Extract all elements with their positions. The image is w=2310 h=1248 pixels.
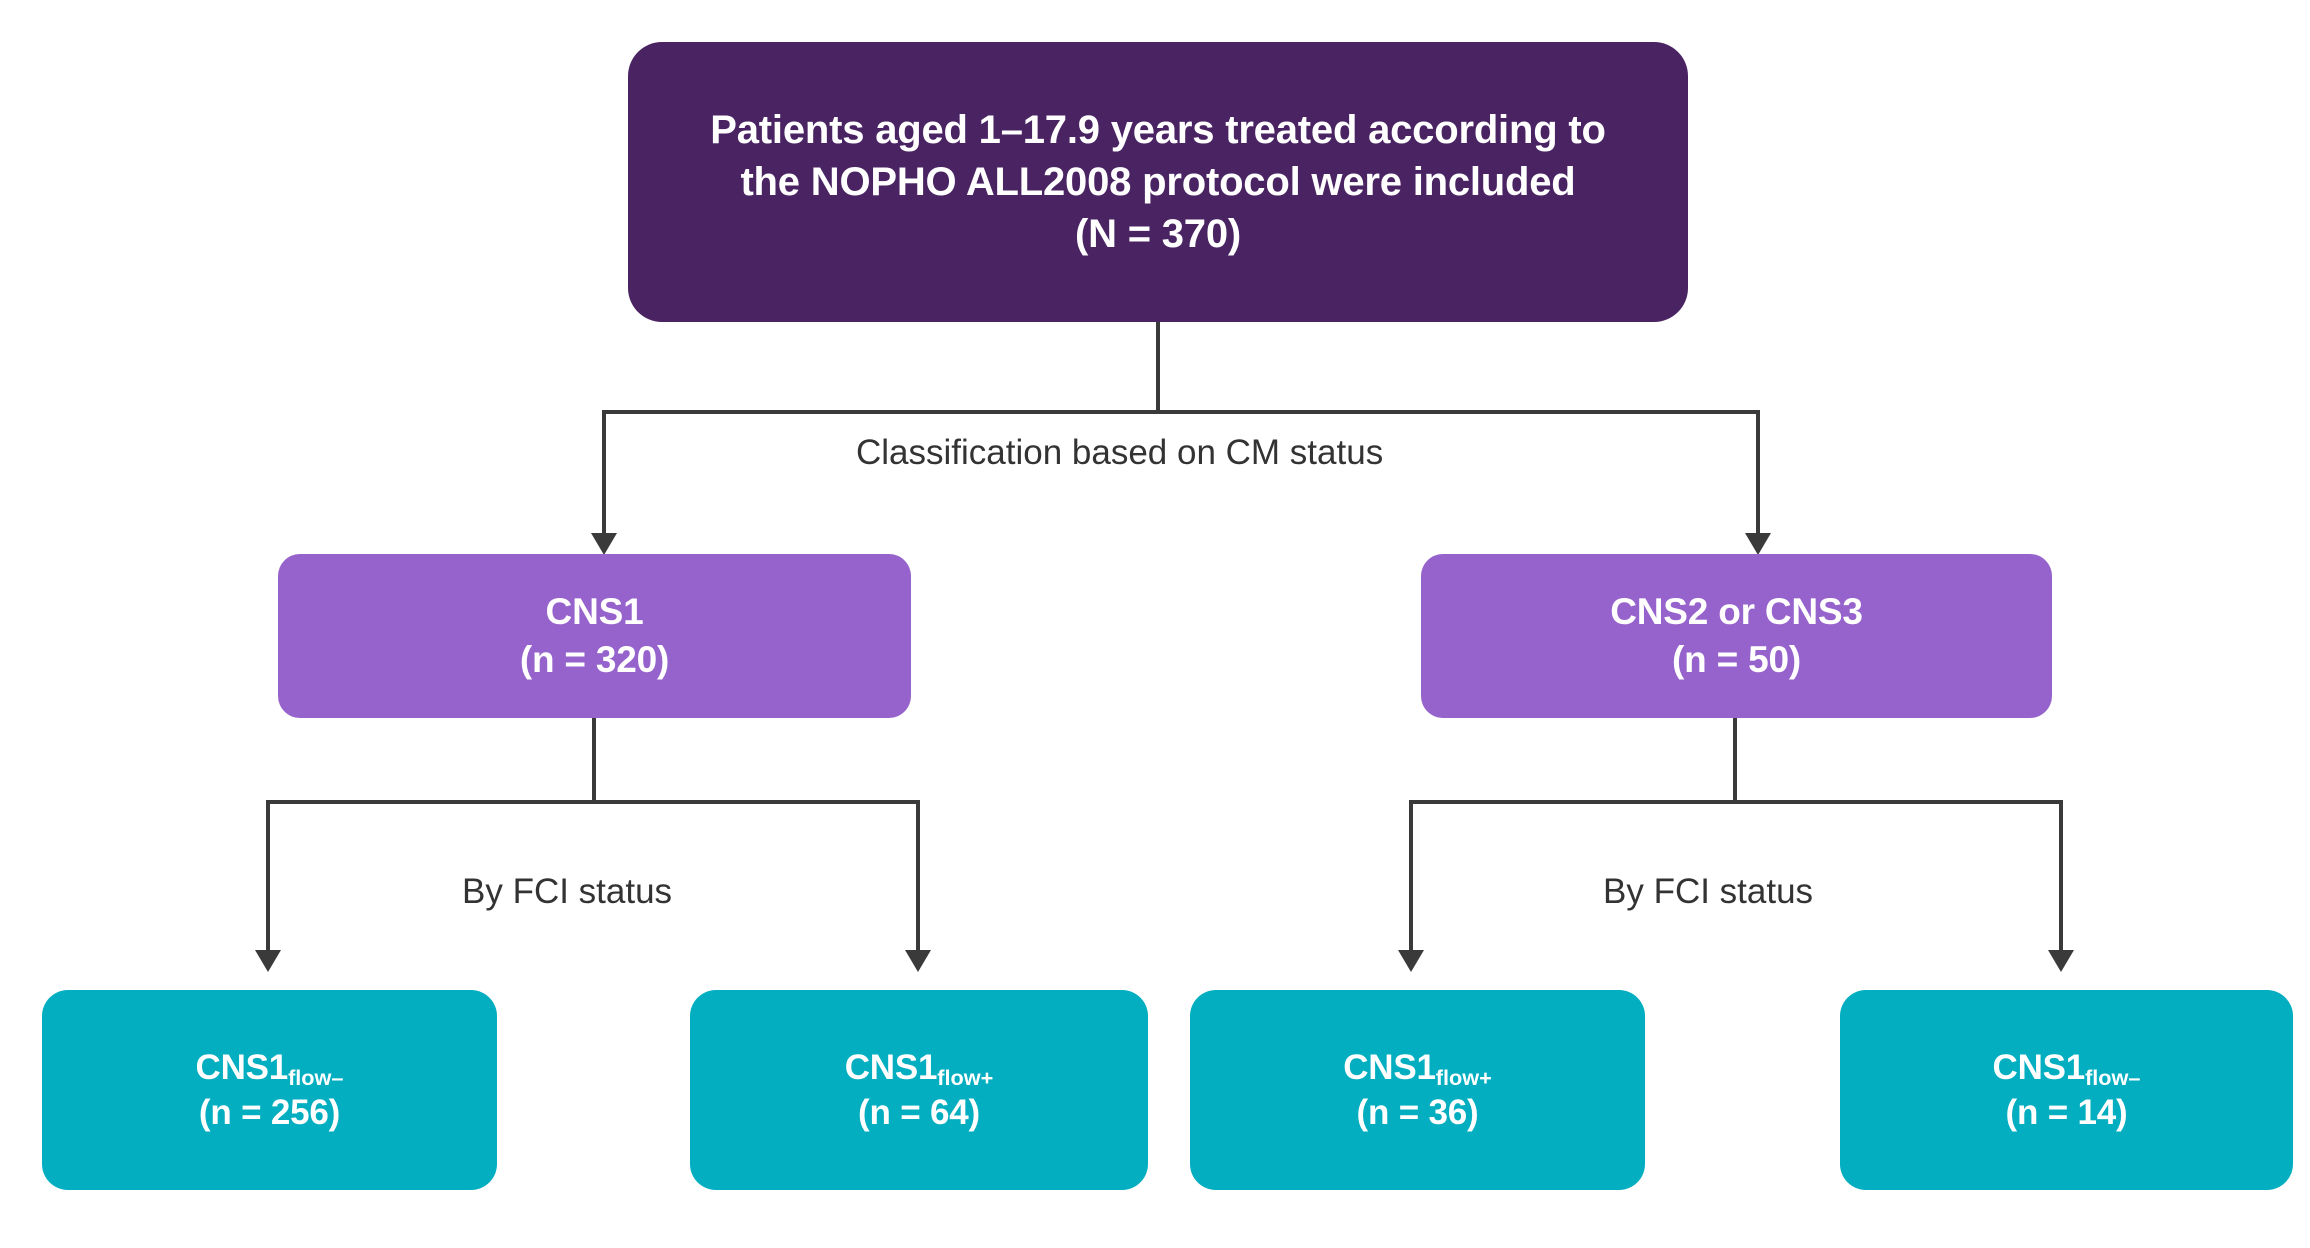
node-cns1-flow-positive-36: CNS1flow+ (n = 36)	[1190, 990, 1645, 1190]
node-leaf-1-label: CNS1flow+	[845, 1045, 994, 1091]
arrowhead-to-cns1	[591, 533, 617, 555]
connector-level2-bus	[602, 410, 1760, 414]
node-leaf-3-base: CNS1	[1992, 1047, 2086, 1087]
node-leaf-2-label: CNS1flow+	[1343, 1045, 1492, 1091]
connector-cns23-left-drop	[1409, 800, 1413, 952]
node-leaf-1-count: (n = 64)	[858, 1093, 980, 1132]
connector-cns1-right-drop	[916, 800, 920, 952]
node-cns1: CNS1 (n = 320)	[278, 554, 911, 718]
arrowhead-to-leaf-2	[1398, 950, 1424, 972]
root-line-2: the NOPHO ALL2008 protocol were included	[740, 160, 1576, 204]
arrowhead-to-leaf-0	[255, 950, 281, 972]
root-line-3: (N = 370)	[1074, 212, 1242, 256]
node-leaf-0-base: CNS1	[195, 1047, 289, 1087]
node-root-cohort: Patients aged 1–17.9 years treated accor…	[628, 42, 1688, 322]
arrowhead-to-cns23	[1745, 533, 1771, 555]
connector-cns23-right-drop	[2059, 800, 2063, 952]
connector-cns1-stem	[592, 718, 596, 804]
connector-cns23-bus	[1409, 800, 2063, 804]
node-leaf-1-subscript: flow+	[937, 1065, 994, 1090]
node-leaf-3-count: (n = 14)	[2005, 1093, 2128, 1132]
connector-cns1-bus	[266, 800, 920, 804]
node-cns23-count: (n = 50)	[1672, 639, 1801, 680]
node-leaf-0-subscript: flow–	[288, 1065, 344, 1090]
node-leaf-1-base: CNS1	[844, 1047, 938, 1087]
node-leaf-3-label: CNS1flow–	[1993, 1045, 2141, 1091]
connector-cns1-left-drop	[266, 800, 270, 952]
node-cns1-flow-negative-14: CNS1flow– (n = 14)	[1840, 990, 2293, 1190]
node-leaf-0-count: (n = 256)	[198, 1093, 341, 1132]
connector-level2-right-drop	[1756, 410, 1760, 542]
edge-label-fci-status-right: By FCI status	[1603, 872, 1814, 911]
edge-label-fci-status-left: By FCI status	[462, 872, 673, 911]
root-line-1: Patients aged 1–17.9 years treated accor…	[710, 108, 1606, 152]
connector-cns23-stem	[1733, 718, 1737, 804]
node-cns1-flow-positive-64: CNS1flow+ (n = 64)	[690, 990, 1148, 1190]
node-leaf-2-base: CNS1	[1343, 1047, 1436, 1087]
edge-label-cm-status: Classification based on CM status	[856, 433, 1384, 472]
node-cns2-or-cns3: CNS2 or CNS3 (n = 50)	[1421, 554, 2052, 718]
node-leaf-3-subscript: flow–	[2085, 1065, 2141, 1090]
connector-level2-left-drop	[602, 410, 606, 542]
node-leaf-0-label: CNS1flow–	[196, 1045, 344, 1091]
node-cns1-label: CNS1	[545, 590, 644, 632]
node-cns23-label: CNS2 or CNS3	[1610, 590, 1863, 632]
arrowhead-to-leaf-3	[2048, 950, 2074, 972]
arrowhead-to-leaf-1	[905, 950, 931, 972]
node-leaf-2-count: (n = 36)	[1356, 1093, 1479, 1132]
node-cns1-flow-negative-256: CNS1flow– (n = 256)	[42, 990, 497, 1190]
connector-root-stem	[1156, 322, 1160, 414]
node-cns1-count: (n = 320)	[519, 639, 670, 680]
node-leaf-2-subscript: flow+	[1435, 1065, 1492, 1090]
